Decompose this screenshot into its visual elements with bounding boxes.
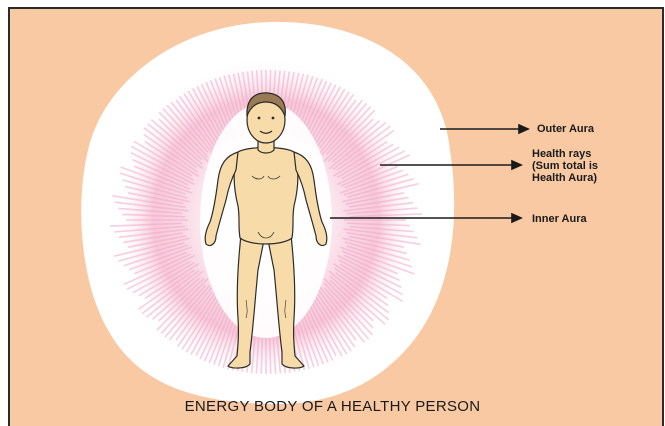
health-rays-label-line: Health Aura) (532, 172, 598, 184)
health-rays-label: Health rays (Sum total is Health Aura) (532, 148, 598, 184)
health-rays-label-line: (Sum total is (532, 160, 598, 172)
health-rays-label-line: Health rays (532, 148, 598, 160)
diagram-title: ENERGY BODY OF A HEALTHY PERSON (0, 398, 665, 415)
outer-aura-label: Outer Aura (537, 123, 594, 135)
inner-aura-label: Inner Aura (532, 213, 587, 225)
